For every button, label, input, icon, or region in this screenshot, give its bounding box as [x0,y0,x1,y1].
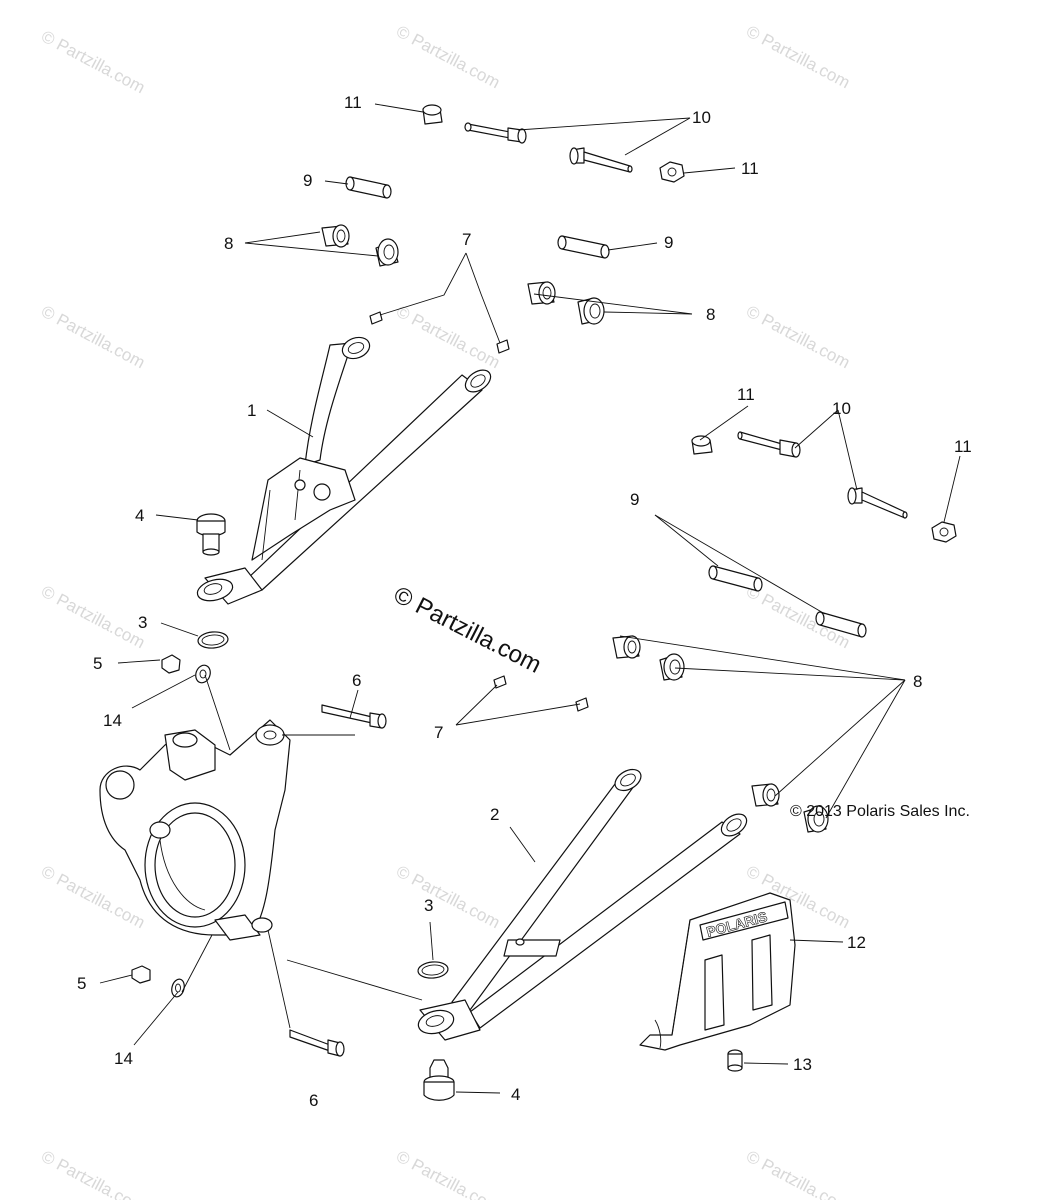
grease-fitting-7 [575,697,589,712]
callout-6: 6 [352,671,361,690]
skid-guard-12: POLARIS [639,892,796,1051]
callout-5: 5 [93,654,102,673]
callout-7: 7 [434,723,443,742]
leader-lines [99,103,961,1094]
grease-fitting-7 [369,311,383,325]
bushing-8 [375,238,399,267]
watermark: © Partzilla.com [393,302,503,373]
watermark: © Partzilla.com [38,862,148,933]
callout-1: 1 [247,401,256,420]
callout-4: 4 [511,1085,520,1104]
callout-10: 10 [832,399,851,418]
watermark: © Partzilla.com [393,1147,503,1200]
callout-11: 11 [344,93,362,112]
callout-2: 2 [490,805,499,824]
bushing-8 [751,783,780,807]
upper-arm-hardware [321,104,685,354]
bolt-13 [727,1049,743,1072]
snap-ring-3 [197,631,229,649]
snap-ring-3 [417,961,449,979]
bushing-8 [577,297,605,325]
callout-5: 5 [77,974,86,993]
callout-11: 11 [737,385,755,404]
callout-7: 7 [462,230,471,249]
pivot-sleeve-9 [708,565,763,592]
lower-arm-hardware [493,431,957,833]
watermark: © Partzilla.com [393,862,503,933]
bolt-10 [464,122,527,144]
watermark: © Partzilla.com [743,1147,853,1200]
bushing-8 [527,281,556,305]
callout-8: 8 [913,672,922,691]
center-watermark: © Partzilla.com [389,581,545,678]
bolt-10 [569,147,633,173]
watermark: © Partzilla.com [743,302,853,373]
watermark: © Partzilla.com [393,22,503,93]
callout-6: 6 [309,1091,318,1110]
callout-8: 8 [706,305,715,324]
callout-3: 3 [138,613,147,632]
ball-joint-4 [196,513,226,556]
callout-10: 10 [692,108,711,127]
grease-fitting-7 [496,339,510,354]
bolt-10 [847,487,908,519]
nut-5 [161,654,181,674]
pivot-sleeve-9 [815,611,867,638]
pivot-sleeve-9 [345,176,392,199]
callout-14: 14 [103,711,122,730]
copyright-notice: © 2013 Polaris Sales Inc. [790,803,970,820]
ball-joint-4 [423,1059,455,1101]
callout-3: 3 [424,896,433,915]
watermark: © Partzilla.com [38,582,148,653]
callout-8: 8 [224,234,233,253]
flange-nut-11 [422,104,443,125]
callout-labels: 11 10 11 9 8 7 9 8 1 11 10 11 4 9 3 5 14… [77,93,972,1110]
bolt-10 [737,431,801,458]
watermark: © Partzilla.com [38,302,148,373]
bushing-8 [321,224,350,248]
watermark: © Partzilla.com [38,1147,148,1200]
callout-9: 9 [303,171,312,190]
callout-12: 12 [847,933,866,952]
callout-9: 9 [664,233,673,252]
hex-nut-11 [659,161,685,183]
lower-a-arm-2 [417,768,748,1041]
callout-11: 11 [741,159,759,178]
watermark: © Partzilla.com [38,27,148,98]
flange-nut-11 [691,435,713,455]
bushing-8 [612,635,641,659]
bolt-6 [321,704,387,729]
hex-nut-11 [931,521,957,543]
callout-4: 4 [135,506,144,525]
callout-14: 14 [114,1049,133,1068]
callout-9: 9 [630,490,639,509]
bolt-6 [289,1029,345,1057]
bushing-8 [803,805,829,833]
nut-5 [131,965,151,984]
pivot-sleeve-9 [557,235,610,259]
washer-14 [195,664,211,684]
steering-knuckle [99,719,291,941]
callout-13: 13 [793,1055,812,1074]
upper-a-arm-1 [196,336,492,605]
bushing-8 [659,653,685,681]
watermark: © Partzilla.com [743,22,853,93]
callout-11: 11 [954,437,972,456]
